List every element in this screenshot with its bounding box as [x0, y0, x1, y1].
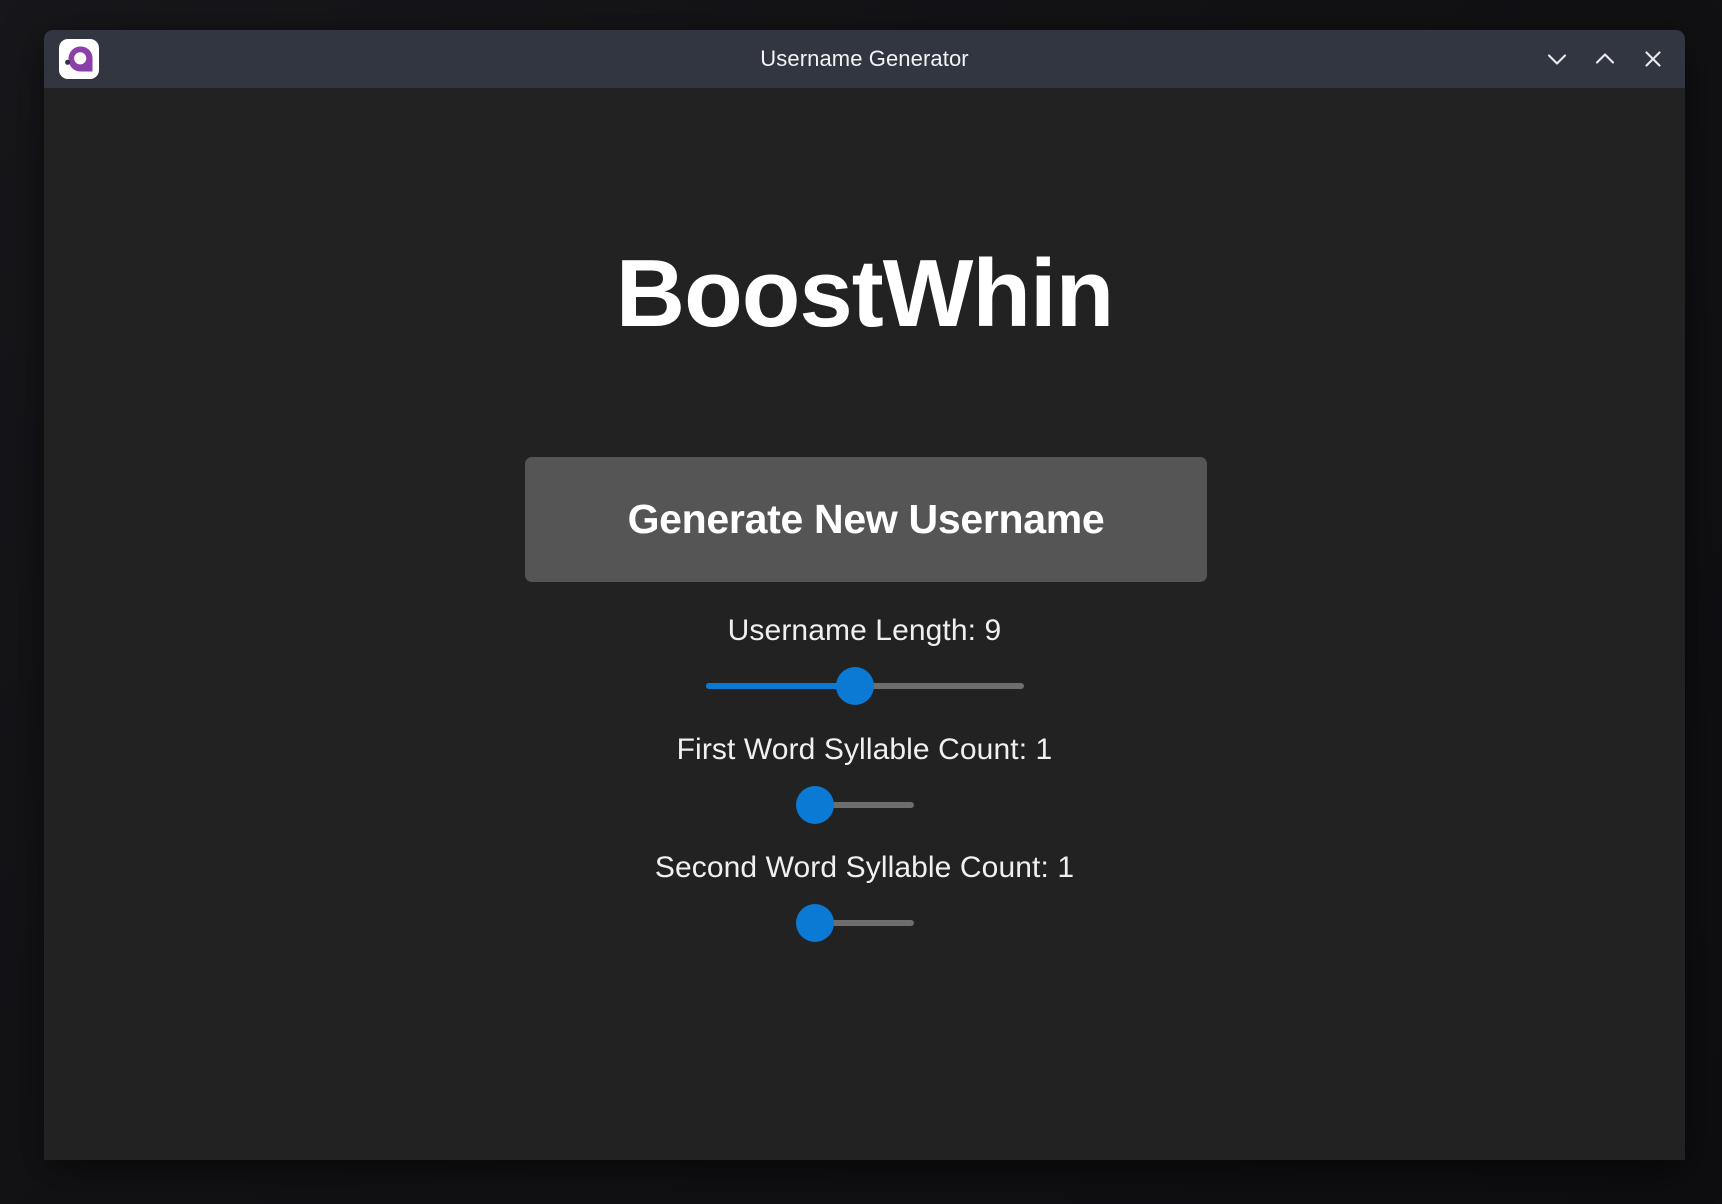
- app-window: Username Generator: [44, 30, 1685, 1160]
- slider-track[interactable]: [815, 802, 914, 808]
- slider-group-second-word-syllables: Second Word Syllable Count: 1: [44, 851, 1685, 948]
- second-word-syllable-count-label: Second Word Syllable Count: 1: [654, 851, 1075, 884]
- title-bar[interactable]: Username Generator: [44, 30, 1685, 88]
- slider-group-first-word-syllables: First Word Syllable Count: 1: [44, 733, 1685, 830]
- first-word-syllable-count-label: First Word Syllable Count: 1: [676, 733, 1053, 766]
- first-word-syllable-slider[interactable]: [796, 785, 914, 825]
- slider-fill: [705, 683, 855, 689]
- chevron-down-icon: [1544, 46, 1570, 72]
- username-length-label: Username Length: 9: [727, 614, 1002, 647]
- app-logo-icon: [59, 39, 99, 79]
- slider-thumb[interactable]: [835, 667, 874, 705]
- close-button[interactable]: [1629, 35, 1677, 83]
- generate-new-username-button[interactable]: Generate New Username: [525, 457, 1207, 582]
- slider-group-username-length: Username Length: 9: [44, 614, 1685, 711]
- second-word-syllable-slider[interactable]: [796, 903, 914, 943]
- app-content: BoostWhin Generate New Username Username…: [44, 88, 1685, 1160]
- window-title: Username Generator: [760, 46, 969, 71]
- close-icon: [1640, 46, 1666, 72]
- username-length-slider[interactable]: [705, 666, 1024, 706]
- chevron-up-icon: [1592, 46, 1618, 72]
- generated-username: BoostWhin: [615, 240, 1115, 347]
- maximize-button[interactable]: [1581, 35, 1629, 83]
- window-controls: [1533, 30, 1677, 88]
- slider-track[interactable]: [815, 920, 914, 926]
- slider-thumb[interactable]: [796, 786, 834, 824]
- minimize-button[interactable]: [1533, 35, 1581, 83]
- slider-thumb[interactable]: [796, 904, 834, 942]
